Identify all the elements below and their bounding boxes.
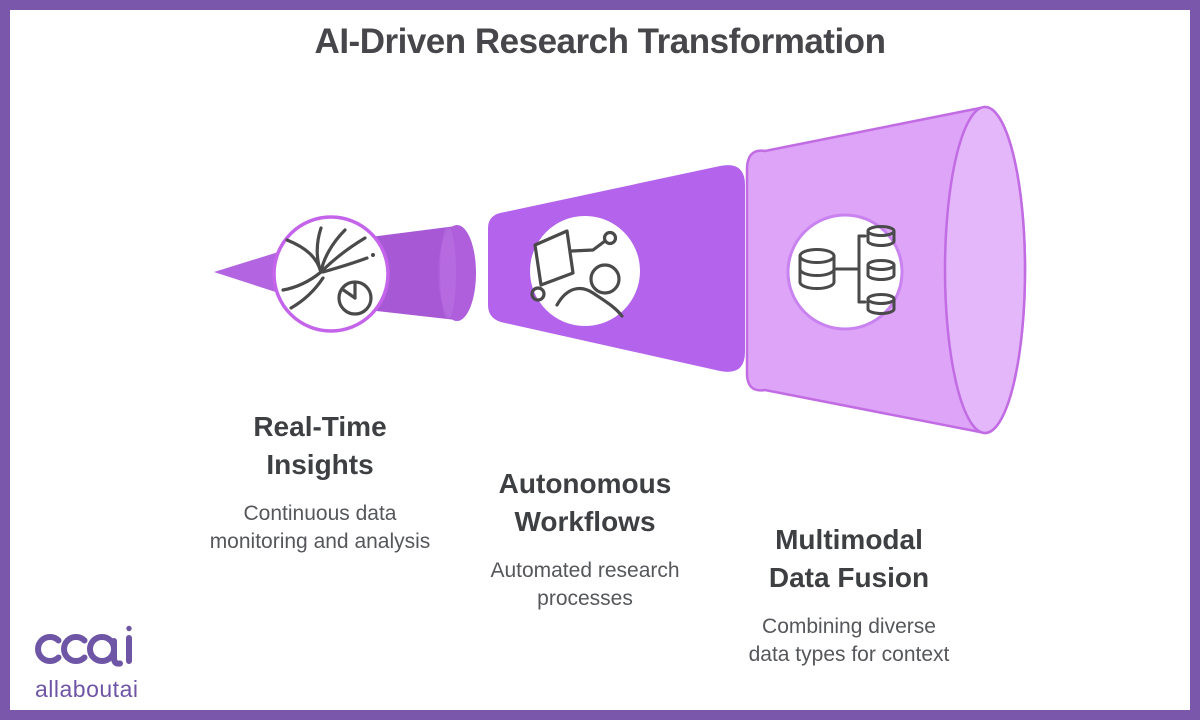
- allaboutai-logo-mark: [35, 625, 132, 667]
- stage-3-description: Combining diverse data types for context: [748, 614, 950, 666]
- stage-1-title: Real-Time Insights: [253, 411, 387, 480]
- stage-1-icon-badge: [272, 215, 390, 333]
- stage-3-text-block: Multimodal Data Fusion Combining diverse…: [743, 521, 955, 669]
- allaboutai-logo-text: allaboutai: [35, 676, 139, 702]
- multimodal-data-fusion-icon: [798, 225, 896, 315]
- allaboutai-logo: allaboutai: [33, 625, 173, 703]
- stage-2-title: Autonomous Workflows: [498, 468, 672, 537]
- stage-1-text-block: Real-Time Insights Continuous data monit…: [205, 408, 435, 556]
- stage-1-description: Continuous data monitoring and analysis: [209, 501, 431, 553]
- stage-2-text-block: Autonomous Workflows Automated research …: [460, 465, 710, 613]
- page-title: AI-Driven Research Transformation: [314, 22, 886, 61]
- realtime-insights-icon: [281, 226, 375, 316]
- stage-2-description: Automated research processes: [490, 558, 680, 610]
- stage-2-icon-badge: [530, 216, 640, 326]
- stage-3-title: Multimodal Data Fusion: [768, 524, 930, 593]
- autonomous-workflows-icon: [530, 229, 624, 318]
